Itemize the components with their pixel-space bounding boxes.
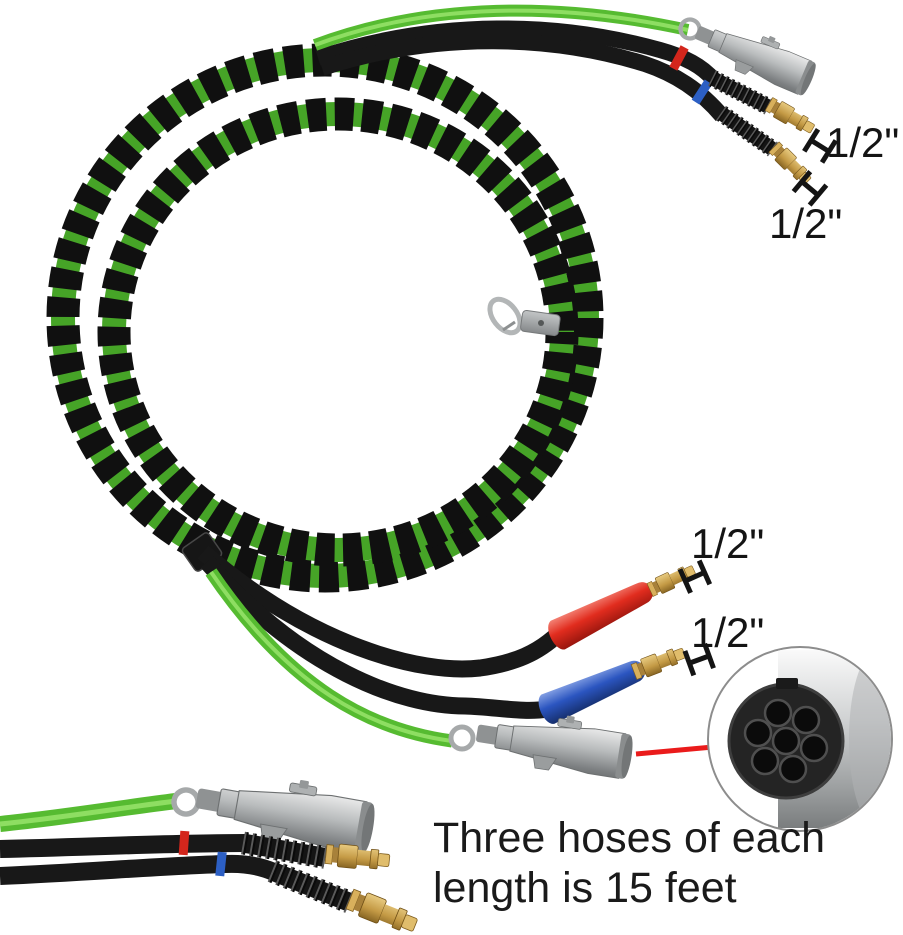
clamp-bolt	[538, 320, 544, 326]
caption-line-1: Three hoses of each	[433, 814, 826, 862]
barrel-curvature	[849, 653, 891, 825]
bottom-left-connectors	[0, 762, 421, 935]
brass-gladhand-fitting	[764, 95, 818, 138]
carabiner-icon	[487, 296, 523, 336]
pin-sockets	[743, 698, 829, 784]
green-cable-highlight	[314, 8, 689, 47]
cable-loop-ring	[451, 727, 473, 749]
black-hose-to-blue-grip	[200, 556, 550, 719]
callout-line	[635, 744, 714, 757]
top-hose-run	[312, 4, 729, 122]
carabiner-gate	[502, 320, 516, 332]
hanging-clip	[487, 296, 561, 337]
size-label-mid-blue: 1/2"	[691, 609, 765, 656]
spring-guard	[721, 113, 773, 149]
black-hose-bottom-blue	[0, 854, 278, 885]
caption: Three hoses of each length is 15 feet	[433, 814, 825, 914]
blue-band	[215, 851, 227, 877]
black-hose-to-red-grip	[197, 545, 564, 678]
green-cable-highlight	[0, 798, 177, 827]
spiral-wrapped-hose-coil	[46, 43, 604, 593]
black-hose-to-red-fitting	[315, 20, 721, 86]
green-cable-highlight	[209, 570, 453, 743]
blue-band	[691, 79, 713, 105]
red-hose-grip	[543, 573, 659, 653]
red-band	[178, 830, 190, 856]
black-hose-to-blue-fitting	[319, 33, 729, 122]
plug-face-inset	[707, 646, 893, 832]
size-label-top-red: 1/2"	[826, 119, 900, 166]
caption-line-2: length is 15 feet	[433, 863, 737, 912]
mid-plug-assembly	[451, 701, 714, 784]
top-right-connectors	[678, 8, 838, 207]
face-key-notch	[776, 678, 798, 689]
brass-gladhand-fitting	[344, 886, 421, 935]
cable-loop-ring	[171, 787, 200, 816]
black-hose-bottom-red	[0, 834, 247, 858]
spring-guard	[272, 871, 350, 902]
spring-guard	[243, 843, 325, 858]
size-label-mid-red: 1/2"	[691, 520, 765, 567]
size-label-top-blue: 1/2"	[769, 200, 843, 247]
red-band	[669, 45, 689, 71]
red-emergency-gladhand	[543, 559, 713, 653]
coil-inner-wrap	[97, 97, 579, 567]
blue-service-gladhand	[534, 642, 716, 727]
mid-hose-run	[197, 545, 564, 748]
